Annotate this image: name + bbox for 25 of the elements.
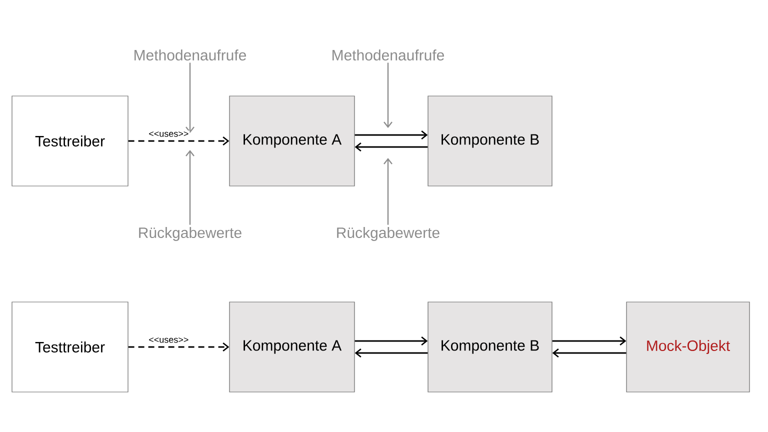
annotation-text: Methodenaufrufe bbox=[332, 50, 444, 60]
leader-arrow bbox=[384, 62, 392, 128]
arrow bbox=[354, 130, 428, 140]
leader-arrow bbox=[384, 158, 392, 225]
annotation-text: Rückgabewerte bbox=[139, 227, 242, 241]
arrow bbox=[354, 348, 428, 358]
arrow bbox=[128, 342, 230, 352]
component-box: Komponente A bbox=[229, 302, 355, 392]
arrow bbox=[354, 336, 428, 346]
component-box: Komponente B bbox=[428, 302, 552, 392]
component-box: Komponente A bbox=[229, 96, 355, 186]
leader-arrow bbox=[186, 62, 194, 133]
arrow bbox=[552, 348, 626, 358]
component-box: Komponente B bbox=[428, 96, 552, 186]
edge-label: <<uses>> bbox=[148, 336, 190, 344]
annotation-text: Methodenaufrufe bbox=[134, 50, 246, 60]
arrow bbox=[354, 142, 428, 152]
component-box: Testtreiber bbox=[12, 96, 128, 186]
leader-arrow bbox=[186, 150, 194, 225]
edge-label: <<uses>> bbox=[148, 130, 190, 138]
component-box: Testtreiber bbox=[12, 302, 128, 392]
component-box: Mock-Objekt bbox=[626, 302, 750, 392]
arrow bbox=[128, 136, 230, 146]
annotation-text: Rückgabewerte bbox=[337, 227, 440, 241]
arrow bbox=[552, 336, 626, 346]
